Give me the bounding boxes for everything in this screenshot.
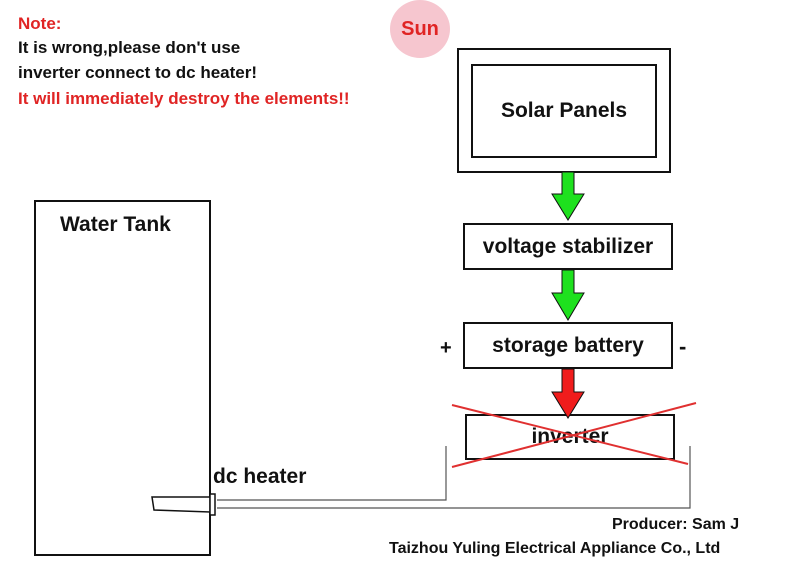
sun-icon: Sun [390, 0, 450, 58]
company-credit: Taizhou Yuling Electrical Appliance Co.,… [389, 540, 721, 557]
arrow-battery-to-inverter [551, 368, 585, 419]
battery-plus-terminal: + [440, 337, 452, 359]
voltage-stabilizer-box: voltage stabilizer [463, 223, 673, 270]
sun-label: Sun [401, 17, 439, 40]
dc-heater-label: dc heater [213, 465, 307, 488]
storage-battery-box: storage battery [463, 322, 673, 369]
note-line-1: It is wrong,please don't use [18, 38, 241, 57]
water-tank [34, 200, 211, 556]
battery-minus-terminal: - [679, 334, 687, 359]
producer-credit: Producer: Sam J [612, 516, 740, 533]
inverter-box: inverter [465, 414, 675, 460]
water-tank-label: Water Tank [60, 213, 171, 236]
solar-panels-box: Solar Panels [471, 64, 657, 158]
note-line-2: inverter connect to dc heater! [18, 63, 258, 82]
note-warning: It will immediately destroy the elements… [18, 89, 350, 108]
arrow-stabilizer-to-battery [551, 269, 585, 321]
note-title: Note: [18, 14, 62, 33]
arrow-solar-to-stabilizer [551, 171, 585, 221]
